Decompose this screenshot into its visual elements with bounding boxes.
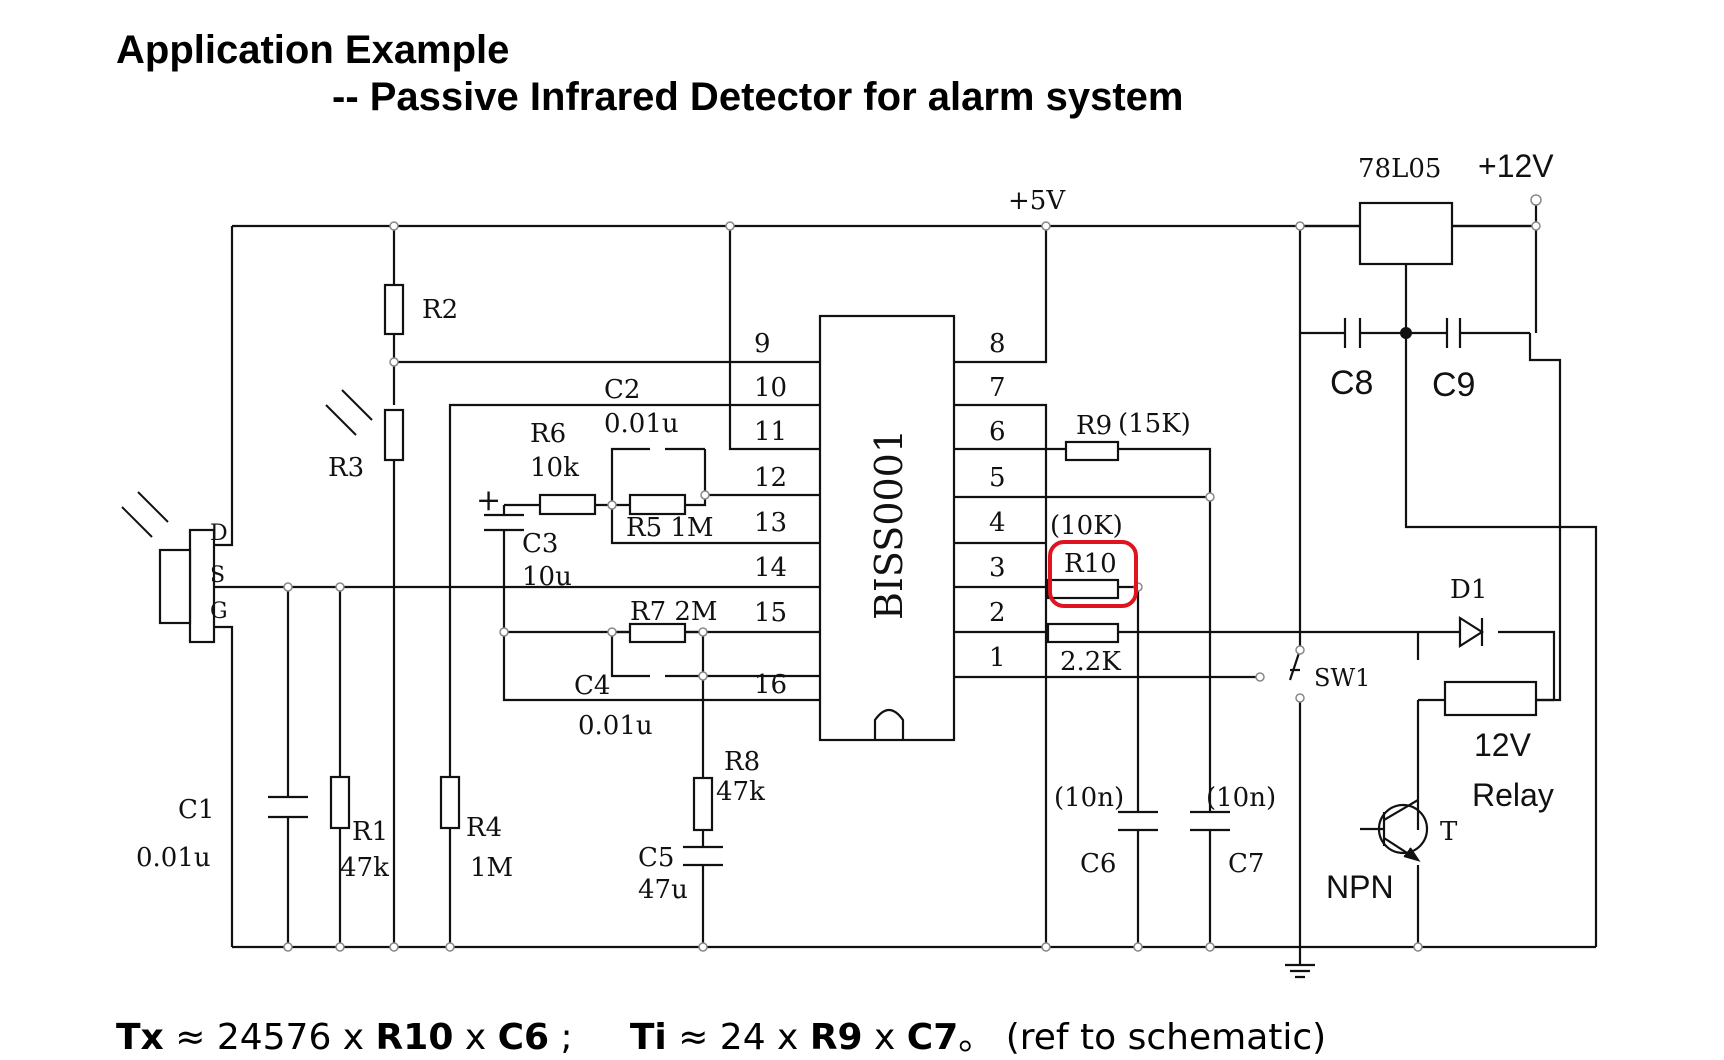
supply-12v-label: +12V [1478, 148, 1554, 184]
c5-value: 47u [638, 875, 688, 905]
r10-symbol: R10 [375, 1017, 454, 1058]
r3-label: R3 [328, 453, 364, 483]
d1-label: D1 [1450, 575, 1487, 605]
c8-label: C8 [1330, 364, 1373, 402]
pin-8: 8 [989, 329, 1006, 359]
ti-equation: ≈ 24 x [666, 1017, 810, 1058]
r4-label: R4 [466, 813, 502, 843]
c9-label: C9 [1432, 366, 1475, 404]
c1-value: 0.01u [136, 843, 211, 873]
ic-body [818, 314, 956, 742]
r8-label: R8 [724, 747, 760, 777]
pin-6: 6 [989, 417, 1006, 447]
c6-symbol: C6 [497, 1017, 550, 1058]
c4-value: 0.01u [578, 711, 653, 741]
pin-10: 10 [754, 373, 787, 403]
c5-label: C5 [638, 843, 674, 873]
r9-value: (15K) [1118, 409, 1191, 439]
r10-value: (10K) [1050, 511, 1123, 541]
pin-9: 9 [754, 329, 771, 359]
sensor-pin-s: S [210, 563, 225, 588]
r6-label: R6 [530, 419, 566, 449]
r5-label: R5 1M [626, 513, 714, 543]
ic-label: BISS0001 [867, 429, 911, 620]
pin-7: 7 [989, 373, 1006, 403]
tx-symbol: Tx [116, 1017, 164, 1058]
relay-voltage-label: 12V [1474, 727, 1532, 763]
r9-label: R9 [1076, 411, 1112, 441]
separator: ; [549, 1017, 630, 1058]
pin-numbers: 8 7 6 5 4 3 2 1 9 10 11 12 13 14 15 16 [754, 329, 1006, 700]
c3-polarity-plus: + [476, 483, 501, 518]
pin-13: 13 [754, 508, 787, 538]
pin-15: 15 [754, 598, 787, 628]
c7-value: (10n) [1206, 783, 1276, 813]
light-arrows [121, 389, 373, 538]
ti-symbol: Ti [629, 1017, 667, 1058]
c1-label: C1 [178, 795, 214, 825]
npn-transistor [1377, 799, 1429, 862]
c7-label: C7 [1228, 849, 1264, 879]
c6-value: (10n) [1054, 783, 1124, 813]
c3-value: 10u [522, 562, 572, 592]
relay-label: Relay [1472, 777, 1554, 813]
npn-label: NPN [1326, 869, 1394, 905]
c7-symbol: C7 [906, 1017, 959, 1058]
sensor-pin-d: D [210, 521, 228, 546]
r8-value: 47k [716, 777, 765, 807]
regulator-label: 78L05 [1358, 154, 1441, 184]
pin-5: 5 [989, 463, 1006, 493]
pin-11: 11 [754, 417, 787, 447]
c2-value: 0.01u [604, 409, 679, 439]
r10-highlight [1048, 540, 1138, 608]
pin-3: 3 [989, 553, 1006, 583]
circuit-schematic: 8 7 6 5 4 3 2 1 9 10 11 12 13 14 15 16 B… [121, 148, 1598, 979]
diode-d1 [1458, 615, 1485, 649]
resistors [329, 283, 1538, 832]
page-title: Application Example [116, 28, 510, 72]
r2-label: R2 [422, 295, 458, 325]
pir-sensor [158, 528, 216, 644]
pin-12: 12 [754, 463, 787, 493]
ic-notch [873, 708, 905, 740]
c2-label: C2 [604, 375, 640, 405]
junction-solid [1400, 327, 1412, 339]
r9-symbol: R9 [809, 1017, 863, 1058]
times-1: x [453, 1017, 498, 1058]
pin-14: 14 [754, 553, 787, 583]
timing-formula: Tx ≈ 24576 x R10 x C6 ; Ti ≈ 24 x R9 x C… [116, 1008, 1326, 1060]
pin-1: 1 [989, 643, 1006, 673]
wires [214, 205, 1598, 979]
component-labels: 78L05 +12V +5V R2 R3 C2 0.01u R6 10k R5 … [136, 148, 1554, 905]
page-subtitle: -- Passive Infrared Detector for alarm s… [332, 75, 1184, 119]
times-2: x [862, 1017, 907, 1058]
r-out-value: 2.2K [1060, 647, 1121, 677]
r7-label: R7 2M [630, 597, 718, 627]
tx-equation: ≈ 24576 x [163, 1017, 376, 1058]
sw1-label: SW1 [1314, 664, 1370, 692]
pin-2: 2 [989, 598, 1006, 628]
c3-label: C3 [522, 529, 558, 559]
r6-value: 10k [530, 453, 579, 483]
supply-5v-label: +5V [1008, 186, 1066, 216]
formula-note: 。 (ref to schematic) [958, 1017, 1327, 1058]
pin-16: 16 [754, 670, 787, 700]
r4-value: 1M [470, 853, 513, 883]
regulator-box [1358, 201, 1454, 266]
r10-label: R10 [1064, 549, 1117, 579]
pin-4: 4 [989, 508, 1006, 538]
r1-value: 47k [340, 853, 389, 883]
transistor-label: T [1440, 817, 1458, 847]
c4-label: C4 [574, 671, 610, 701]
sensor-pin-g: G [210, 599, 228, 624]
c6-label: C6 [1080, 849, 1116, 879]
r1-label: R1 [352, 817, 388, 847]
component-labels-sans: C8 C9 12V Relay NPN [1326, 364, 1554, 905]
